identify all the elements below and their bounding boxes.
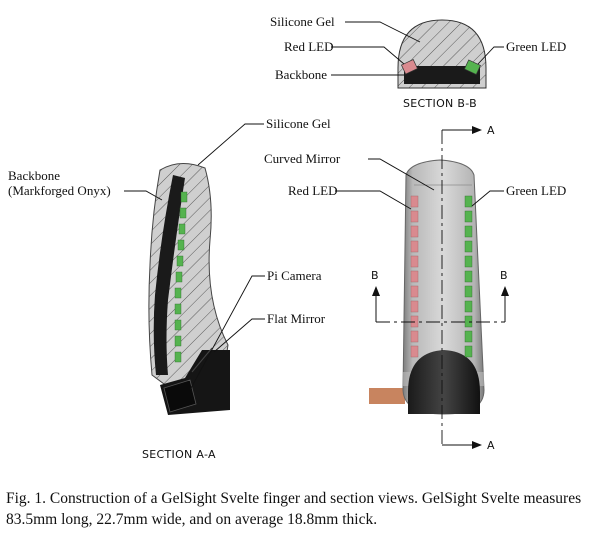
- aa-backbone-label-line1: Backbone: [8, 168, 60, 183]
- cut-b-right-label: B: [500, 269, 508, 282]
- bb-silicone-gel-leader: [345, 21, 421, 43]
- figure-caption: Fig. 1. Construction of a GelSight Svelt…: [6, 490, 582, 528]
- pi-camera-label: Pi Camera: [267, 268, 322, 283]
- pi-camera-leader: [189, 275, 265, 391]
- aa-backbone-leader: [124, 190, 163, 201]
- aa-backbone-label-line2: (Markforged Onyx): [8, 183, 111, 198]
- flat-mirror-label: Flat Mirror: [267, 311, 326, 326]
- front-green-led-leader: [471, 190, 504, 207]
- section-aa-title: SECTION A-A: [142, 448, 216, 461]
- section-bb-title: SECTION B-B: [403, 97, 477, 110]
- cut-a-bottom-label: A: [487, 439, 495, 452]
- bb-silicone-gel-label: Silicone Gel: [270, 14, 335, 29]
- section-bb-view: [397, 19, 487, 89]
- figure-illustration: Silicone Gel Red LED Green LED Backbone …: [8, 14, 566, 461]
- bb-green-led-label: Green LED: [506, 39, 566, 54]
- cut-a-top-label: A: [487, 124, 495, 137]
- front-red-led-leader: [335, 190, 412, 210]
- aa-silicone-gel-label: Silicone Gel: [266, 116, 331, 131]
- aa-silicone-gel-leader: [197, 123, 264, 166]
- bb-red-led-leader: [331, 46, 405, 65]
- bb-red-led-label: Red LED: [284, 39, 333, 54]
- curved-mirror-label: Curved Mirror: [264, 151, 341, 166]
- front-view: [369, 126, 509, 449]
- flat-mirror-leader: [213, 318, 265, 353]
- section-aa-view: [148, 163, 230, 415]
- bb-green-led-leader: [477, 46, 504, 65]
- front-green-led-label: Green LED: [506, 183, 566, 198]
- front-red-led-label: Red LED: [288, 183, 337, 198]
- bb-backbone-label: Backbone: [275, 67, 327, 82]
- curved-mirror-leader: [368, 158, 435, 191]
- cut-b-left-label: B: [371, 269, 379, 282]
